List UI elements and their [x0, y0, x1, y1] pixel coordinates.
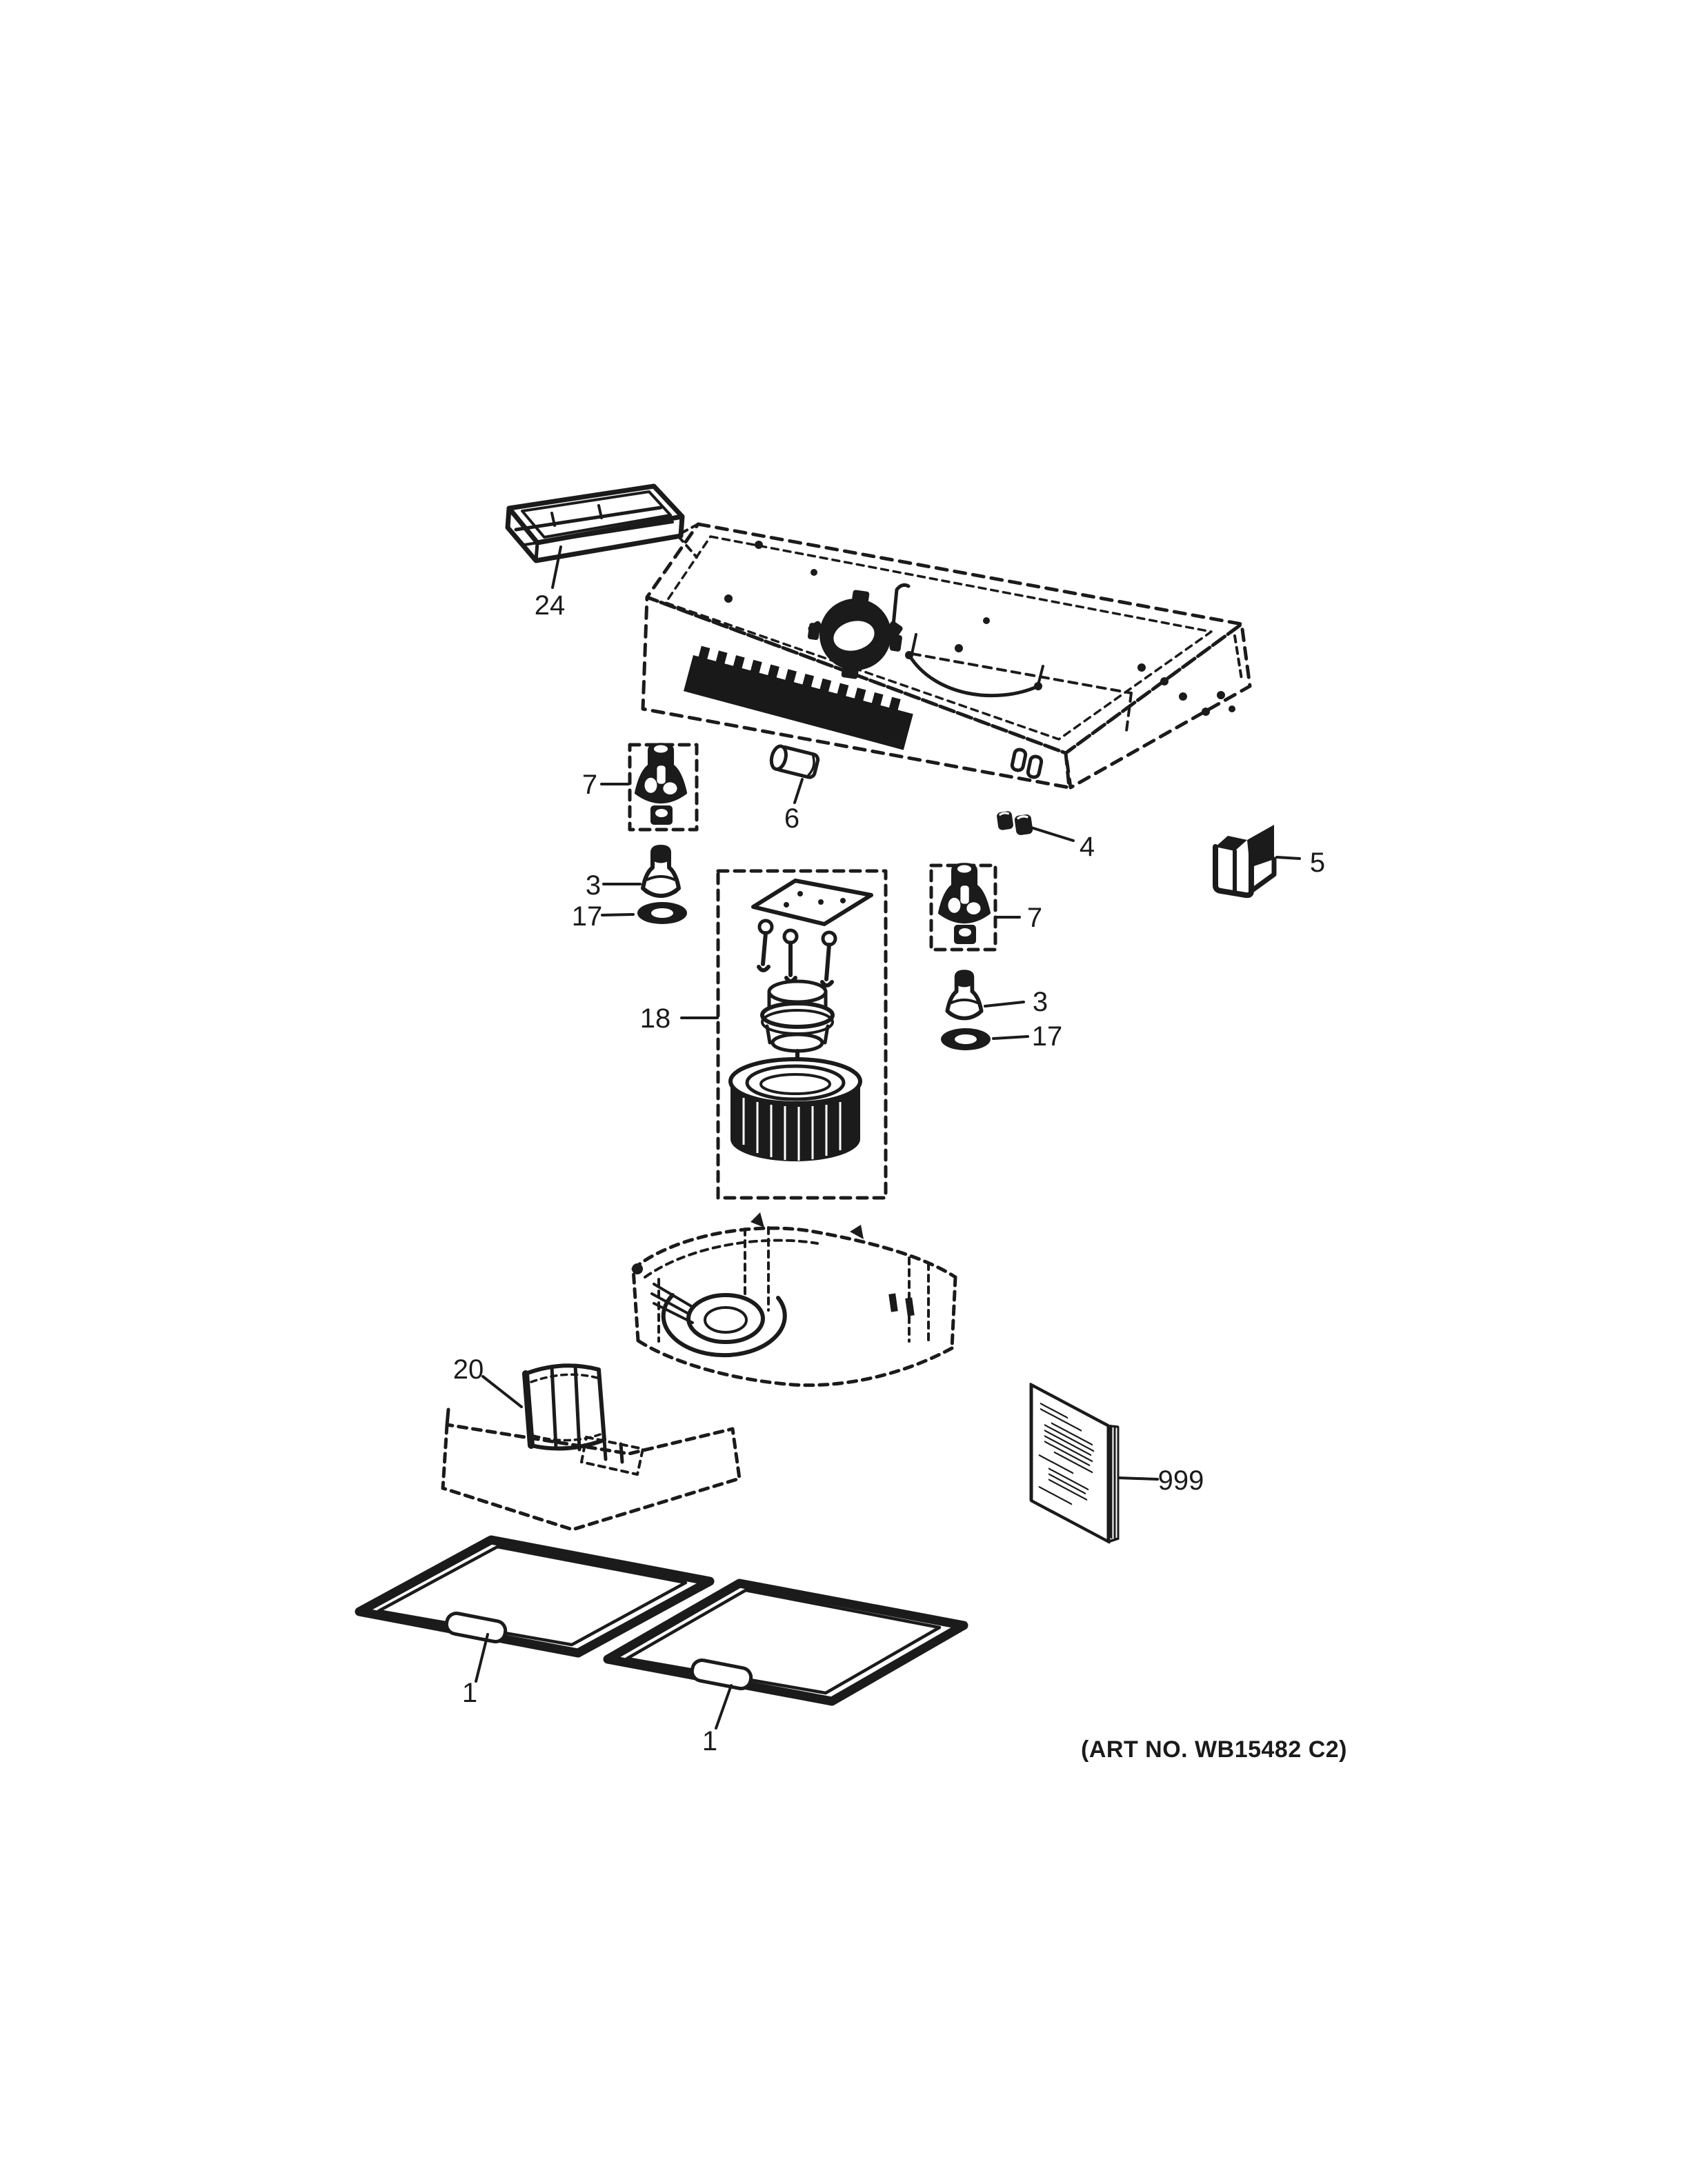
vent-damper-24 — [505, 483, 685, 563]
hood-top-inset-line — [664, 535, 1213, 741]
blower-wheel — [728, 1057, 862, 1161]
hood-body — [641, 522, 1252, 790]
callout-6-label: 6 — [784, 803, 799, 834]
callout-3-left-label: 3 — [586, 870, 601, 901]
washer-17-right — [941, 1028, 991, 1050]
speed-nuts-4 — [995, 810, 1035, 837]
callout-17-left-label: 17 — [572, 901, 603, 932]
bottom-pan — [441, 1407, 742, 1532]
damper-3-left — [643, 847, 679, 896]
art-no-label: (ART NO. WB15482 C2) — [1081, 1736, 1347, 1763]
hood-front-face — [641, 595, 1071, 790]
washer-17-left — [637, 902, 687, 924]
grommet-kit-box-right — [929, 864, 997, 952]
hood-partition-line — [911, 652, 1133, 732]
duct-collar-opening — [807, 590, 903, 679]
motor-assembly-box-18 — [716, 869, 888, 1200]
housing-tabs — [632, 1212, 915, 1316]
housing-scroll-inlet — [650, 1283, 787, 1358]
spacer-6 — [769, 744, 820, 779]
hood-vent-louver-band — [684, 645, 913, 750]
callout-20-label: 20 — [453, 1354, 484, 1385]
callout-24-label: 24 — [535, 590, 566, 621]
manual-text-lines — [1038, 1403, 1095, 1505]
hood-hook-pin — [889, 583, 911, 649]
filter-handle-tab — [690, 1658, 753, 1691]
grommet-kit-box-left — [628, 744, 699, 832]
callout-7-left-label: 7 — [582, 770, 597, 800]
hood-switch-slots — [1010, 748, 1044, 779]
callout-18-label: 18 — [640, 1003, 671, 1034]
hood-cord-arc — [905, 633, 1044, 698]
hood-right-inner-line — [1233, 634, 1243, 681]
mounting-plate — [751, 879, 873, 926]
hood-screw-holes — [724, 541, 1235, 744]
deflector-20 — [522, 1363, 606, 1452]
manual-999 — [1029, 1383, 1120, 1544]
grease-filter-1-right — [603, 1579, 968, 1706]
bracket-5 — [1213, 825, 1277, 899]
damper-3-right — [947, 972, 981, 1019]
callout-17-right-label: 17 — [1032, 1021, 1063, 1052]
callout-4-label: 4 — [1080, 832, 1095, 862]
callout-1-right-label: 1 — [702, 1726, 717, 1756]
blower-housing — [631, 1212, 957, 1387]
callout-3-right-label: 3 — [1033, 987, 1048, 1017]
callout-7-right-label: 7 — [1027, 903, 1042, 933]
callout-5-label: 5 — [1310, 848, 1325, 878]
grease-filter-1-left — [355, 1535, 715, 1658]
hanger-screws — [757, 919, 837, 988]
leader-lines — [475, 545, 1301, 1730]
callout-1-left-label: 1 — [462, 1678, 477, 1708]
filter-handle-tab — [444, 1611, 508, 1644]
callout-labels: 24 7 6 4 5 3 17 18 7 3 17 20 999 1 1 — [453, 590, 1325, 1756]
hood-top-face — [645, 522, 1244, 755]
callout-999-label: 999 — [1158, 1465, 1204, 1496]
hood-right-face — [1064, 622, 1252, 790]
motor — [760, 979, 835, 1072]
